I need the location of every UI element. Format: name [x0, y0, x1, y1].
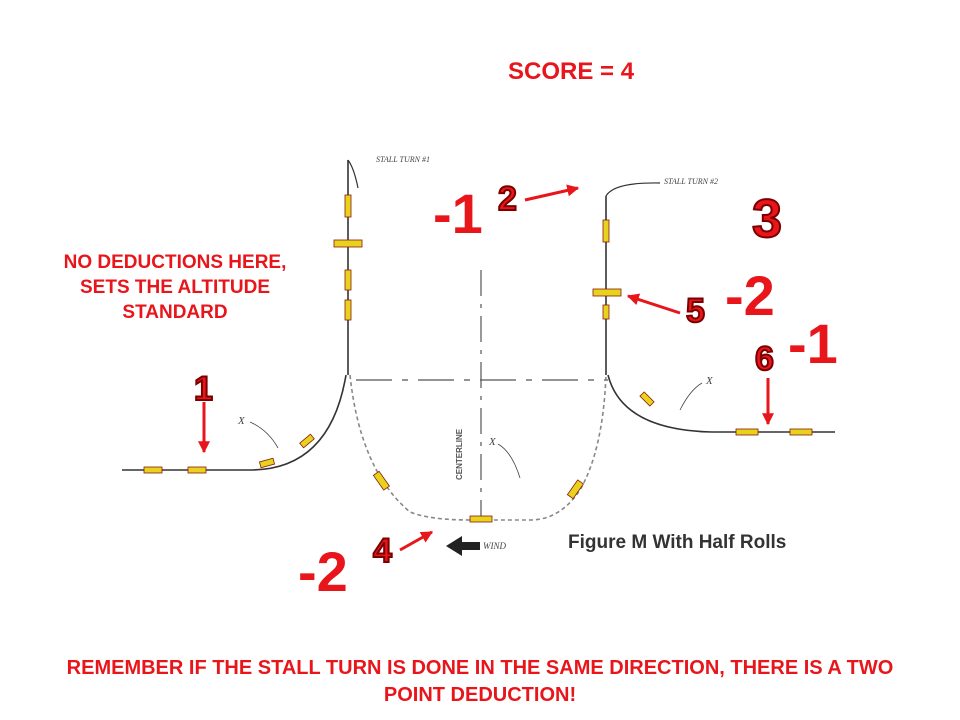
score-label: SCORE = 4	[508, 58, 635, 85]
flight-path-entry	[122, 374, 347, 471]
arrow-marker-4	[399, 530, 434, 552]
stall-turn-2-path	[605, 182, 661, 197]
deduction-half-roll: -2	[725, 264, 775, 327]
x-mark-center: X	[489, 436, 496, 448]
aircraft-markers	[143, 194, 813, 523]
centerline-label: CENTERLINE	[455, 428, 464, 480]
marker-5: 5	[685, 292, 706, 330]
altitude-standard-note: NO DEDUCTIONS HERE, SETS THE ALTITUDE ST…	[63, 252, 287, 323]
marker-1: 1	[193, 370, 214, 408]
x-mark-left: X	[238, 415, 245, 427]
marker-2: 2	[497, 180, 518, 218]
x-mark-right: X	[706, 375, 713, 387]
stall-turn-1-path	[347, 159, 359, 189]
stall-turn-reminder: REMEMBER IF THE STALL TURN IS DONE IN TH…	[66, 657, 894, 706]
x-leader-left	[249, 421, 279, 449]
x-leader-center	[497, 443, 521, 479]
marker-3: 3	[751, 189, 783, 249]
arrow-marker-2	[524, 184, 580, 202]
marker-6: 6	[754, 340, 775, 378]
figure-title: Figure M With Half Rolls	[568, 532, 787, 553]
stall-turn-2-label: STALL TURN #2	[664, 177, 718, 186]
deduction-bottom: -2	[298, 540, 348, 603]
marker-4: 4	[372, 532, 393, 570]
arrow-marker-5	[626, 293, 681, 315]
flight-path-exit	[607, 374, 835, 433]
stall-turn-1-label: STALL TURN #1	[376, 155, 430, 164]
x-leader-right	[679, 382, 703, 411]
deduction-exit: -1	[788, 312, 838, 375]
wind-label: WIND	[483, 541, 506, 551]
wind-arrow	[446, 536, 480, 556]
flight-path-down-up	[349, 374, 607, 521]
deduction-stall-turn-2: -1	[433, 182, 483, 245]
